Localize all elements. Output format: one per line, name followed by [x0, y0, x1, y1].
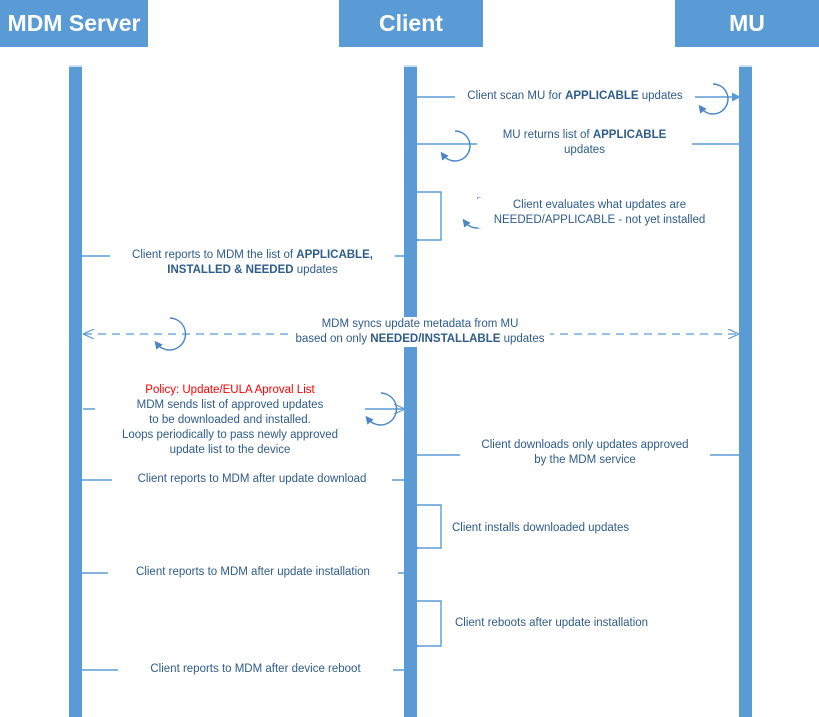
- message-label-m4: Client reports to MDM the list of APPLIC…: [110, 248, 395, 278]
- message-m9-arrow: [411, 504, 442, 553]
- actor-header-mdm-label: MDM Server: [7, 10, 141, 36]
- actor-header-mu-label: MU: [729, 10, 765, 36]
- message-label-m12: Client reports to MDM after device reboo…: [118, 662, 393, 677]
- message-label-m10: Client reports to MDM after update insta…: [108, 565, 398, 580]
- lifeline-mdm: [69, 65, 82, 717]
- actor-header-mu[interactable]: MU: [675, 0, 819, 47]
- message-m11-arrow: [411, 600, 442, 651]
- message-label-m9: Client installs downloaded updates: [449, 521, 689, 536]
- lifeline-client: [404, 65, 417, 717]
- actor-header-mdm[interactable]: MDM Server: [0, 0, 148, 47]
- lifeline-mu: [739, 65, 752, 717]
- message-label-m1: Client scan MU for APPLICABLE updates: [455, 89, 695, 104]
- actor-header-client-label: Client: [379, 10, 443, 36]
- message-label-m8: Client reports to MDM after update downl…: [112, 472, 392, 487]
- actor-header-client[interactable]: Client: [339, 0, 483, 47]
- message-label-m11: Client reboots after update installation: [452, 616, 702, 631]
- policy-label: Policy: Update/EULA Aproval List: [145, 384, 315, 396]
